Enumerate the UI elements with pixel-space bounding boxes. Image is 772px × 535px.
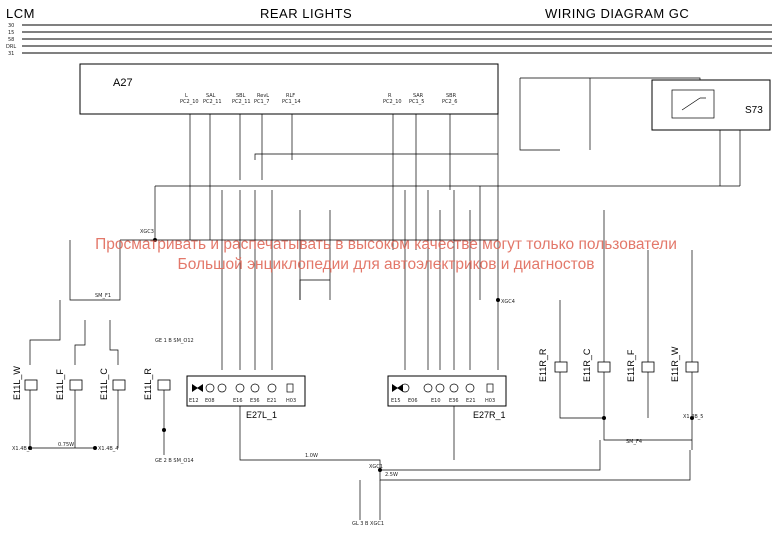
wire-label: 1.0W (305, 453, 318, 459)
rail-label: 31 (8, 51, 14, 57)
power-rails (22, 24, 772, 54)
e27r-pin: E36 (449, 398, 459, 404)
pin-code: PC2_10 (180, 99, 199, 105)
unit-label: E11R_C (582, 348, 592, 382)
e27l-connector: E12 E08 E16 E36 E21 H03 E27L_1 (186, 375, 306, 420)
watermark-line-1: Просматривать и распечатывать в высоком … (95, 236, 677, 253)
watermark-line-2: Большой энциклопедии для автоэлектриков … (177, 256, 595, 273)
pin-name: SAR (413, 93, 424, 99)
rail-labels: 30 15 58 DRL 31 (6, 23, 16, 57)
pin-code: PC1_14 (282, 99, 301, 105)
rail-label: DRL (6, 44, 16, 50)
unit-label: E11L_C (99, 368, 109, 400)
connector-label: XGC4 (501, 299, 515, 305)
pin-code: PC2_6 (442, 99, 457, 105)
connector-label: XGC1 (369, 464, 383, 470)
pin-code: PC2_11 (203, 99, 222, 105)
pin-code: PC2_10 (383, 99, 402, 105)
wire-label: 2.5W (385, 472, 398, 478)
e27r-pin: E21 (466, 398, 476, 404)
unit-label: E11R_R (538, 348, 548, 382)
pin-name: L (185, 93, 188, 99)
split-label: SM_F1 (95, 293, 111, 299)
e27r-pin: E15 (391, 398, 401, 404)
side-unit-labels: E11L_W E11L_F E11L_C E11L_R E11R_R E11R_… (12, 346, 680, 400)
s73-label: S73 (745, 105, 763, 116)
ground-block: GE 2 B SM_O14 (155, 458, 194, 464)
ground-block: GL 3 B XGC1 (352, 521, 384, 527)
ground-label: X1.4B_5 (683, 414, 704, 420)
e27r-connector: E15 E06 E10 E36 E21 H03 E27R_1 (387, 375, 507, 420)
e27l-pin: E36 (250, 398, 260, 404)
pin-name: RevL (257, 93, 269, 99)
pin-name: SAL (206, 93, 216, 99)
a27-pin-labels: L PC2_10 SAL PC2_11 SBL PC2_11 RevL PC1_… (180, 93, 457, 105)
e27l-pin: E21 (267, 398, 277, 404)
header-left: LCM (6, 6, 35, 21)
pin-code: PC2_11 (232, 99, 251, 105)
connector-label: XGC3 (140, 229, 154, 235)
e27l-pin: E16 (233, 398, 243, 404)
pin-name: SBL (236, 93, 246, 99)
a27-module: A27 (79, 63, 499, 115)
rail-label: 58 (8, 37, 14, 43)
header-right: WIRING DIAGRAM GC (545, 6, 690, 21)
unit-label: E11L_W (12, 366, 22, 400)
pin-name: RLF (286, 93, 295, 99)
e27r-pin: H03 (485, 398, 495, 404)
unit-label: E11R_F (626, 349, 636, 382)
pin-code: PC1_5 (409, 99, 424, 105)
wire-label: 0.75W (58, 442, 74, 448)
e27l-label: E27L_1 (246, 410, 277, 420)
junction-dots (28, 238, 694, 472)
rail-label: 15 (8, 30, 14, 36)
e27r-pin: E10 (431, 398, 441, 404)
a27-wires (29, 114, 740, 449)
e27r-pin: E06 (408, 398, 418, 404)
pin-code: PC1_7 (254, 99, 269, 105)
right-side-wires (163, 210, 693, 520)
header-center: REAR LIGHTS (260, 6, 353, 21)
misc-labels: X1.4B_1 X1.4B_4 X1.4B_5 XGC1 XGC3 XGC4 0… (12, 229, 704, 527)
a27-label: A27 (113, 77, 133, 89)
unit-label: E11L_F (55, 369, 65, 400)
e27l-pin: E08 (205, 398, 215, 404)
ground-label: X1.4B_1 (12, 446, 33, 452)
ground-label: X1.4B_4 (98, 446, 119, 452)
unit-label: E11R_W (670, 346, 680, 382)
unit-label: E11L_R (143, 368, 153, 400)
e27r-label: E27R_1 (473, 410, 506, 420)
pin-name: SBR (446, 93, 457, 99)
s73-switch: S73 (519, 77, 771, 186)
pin-name: R (388, 93, 392, 99)
left-side-units (24, 379, 171, 391)
e27l-pin: H03 (286, 398, 296, 404)
ground-block: GE 1 B SM_O12 (155, 338, 194, 344)
rail-label: 30 (8, 23, 14, 29)
e27l-pin: E12 (189, 398, 199, 404)
split-label: SM_F4 (626, 439, 642, 445)
